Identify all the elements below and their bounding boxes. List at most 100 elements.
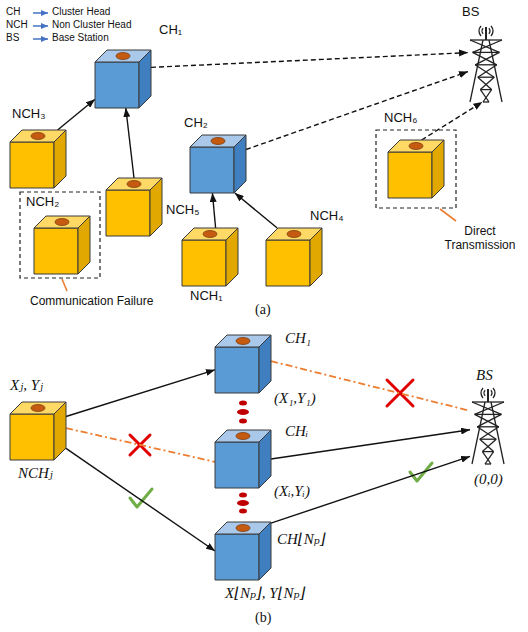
coordinate-label: NCHⱼ: [18, 464, 53, 482]
node-label: NCH₅: [166, 202, 199, 218]
cube-side: [54, 130, 66, 188]
cube-front: [190, 147, 234, 193]
node-label: Xⱼ, Yⱼ: [10, 376, 43, 394]
cube-side: [259, 522, 271, 580]
sensor-dot: [211, 138, 225, 145]
node-label: CH₂: [184, 115, 208, 131]
base-station-tower: BS(0,0): [470, 388, 506, 464]
leader-line: [62, 279, 67, 291]
coordinate-label: (X₁,Y₁): [274, 389, 316, 407]
cube-drawing: [95, 50, 151, 108]
node-label: NCH₄: [310, 208, 343, 224]
panel-label: (a): [255, 302, 271, 319]
link-arrow: [126, 108, 134, 178]
sensor-dot: [287, 231, 301, 238]
legend-text: Cluster Head: [52, 6, 110, 18]
cube-front: [388, 152, 432, 198]
link-arrow: [271, 456, 470, 523]
cluster-head-cube: CH₁(X₁,Y₁): [215, 335, 271, 393]
uplink-arrow: [151, 53, 468, 68]
legend-text: Base Station: [52, 32, 109, 44]
sensor-node-cube: NCH₄: [266, 228, 322, 286]
sensor-dot: [116, 53, 130, 60]
cube-side: [139, 50, 151, 108]
sensor-node-cube: Xⱼ, YⱼNCHⱼ: [10, 402, 66, 460]
highlight-box: [20, 192, 100, 278]
cube-side: [259, 335, 271, 393]
cube-drawing: [106, 178, 162, 236]
cube-drawing: [34, 216, 90, 274]
ellipsis-dot: [239, 493, 247, 498]
tower-drawing: [470, 388, 506, 464]
node-label: NCH₁: [190, 288, 223, 304]
node-label: CH⌊Nₚ⌋: [277, 530, 326, 548]
cube-front: [10, 142, 54, 188]
cube-side: [432, 140, 444, 198]
link-arrow: [58, 99, 95, 130]
cube-front: [10, 414, 54, 460]
rejected-link: [271, 361, 470, 411]
sensor-dot: [409, 143, 423, 150]
uplink-arrow: [422, 102, 483, 140]
cube-front: [266, 240, 310, 286]
link-arrow: [212, 193, 215, 228]
cube-front: [215, 534, 259, 580]
cube-side: [78, 216, 90, 274]
sensor-node-cube: NCH₅: [106, 178, 162, 236]
sensor-dot: [127, 181, 141, 188]
cluster-head-cube: CH₁: [95, 50, 151, 108]
tower-drawing: [468, 26, 504, 102]
cube-side: [259, 430, 271, 488]
cube-front: [215, 442, 259, 488]
check-mark: [410, 463, 432, 481]
sensor-dot: [203, 231, 217, 238]
node-label: CH₁: [285, 329, 311, 347]
annotation: Direct Transmission: [440, 224, 520, 253]
cube-side: [226, 228, 238, 286]
legend-text: BS: [6, 32, 19, 44]
base-station-tower: BS: [468, 26, 504, 102]
node-label: NCH₃: [12, 106, 45, 122]
cube-drawing: [10, 130, 66, 188]
rejected-link: [66, 428, 215, 462]
uplink-arrow: [246, 72, 468, 150]
sensor-dot: [236, 525, 250, 532]
cluster-head-cube: CH₂: [190, 135, 246, 193]
ellipsis-dot: [239, 401, 247, 406]
cube-front: [215, 347, 259, 393]
cube-drawing: [215, 335, 271, 393]
node-label: CHᵢ: [285, 422, 308, 440]
coordinate-label: X⌊Nₚ⌋, Y⌊Nₚ⌋: [225, 584, 305, 602]
legend-arrow: [33, 12, 48, 14]
highlight-box: [376, 130, 456, 208]
legend-text: NCH: [6, 19, 28, 31]
cube-drawing: [182, 228, 238, 286]
tower-lattice: [470, 26, 502, 102]
cube-front: [182, 240, 226, 286]
tower-lattice: [472, 388, 504, 464]
node-label: BS: [462, 4, 479, 20]
legend-arrow: [33, 38, 48, 40]
link-arrow: [235, 193, 277, 228]
cube-front: [34, 228, 78, 274]
node-label: CH₁: [159, 22, 182, 38]
ellipsis-dot: [237, 500, 249, 506]
node-label: BS: [476, 366, 493, 384]
sensor-node-cube: NCH₂: [34, 216, 90, 274]
legend-arrow: [33, 25, 48, 27]
sensor-dot: [236, 433, 250, 440]
cube-side: [150, 178, 162, 236]
legend-text: Non Cluster Head: [52, 19, 131, 31]
node-label: NCH₂: [26, 194, 59, 210]
cube-front: [106, 190, 150, 236]
cube-side: [310, 228, 322, 286]
panel-label: (b): [255, 610, 271, 627]
link-arrow: [66, 448, 215, 551]
annotation: Communication Failure: [30, 294, 153, 308]
cube-drawing: [388, 140, 444, 198]
cube-side: [234, 135, 246, 193]
cross-mark: [387, 380, 413, 406]
sensor-dot: [31, 405, 45, 412]
cube-drawing: [10, 402, 66, 460]
